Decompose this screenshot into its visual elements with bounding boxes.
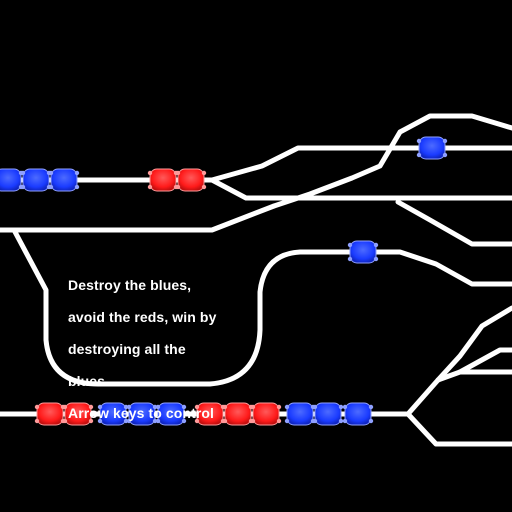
car-wheel bbox=[194, 404, 200, 410]
blue-car bbox=[347, 240, 379, 264]
car-wheel bbox=[284, 404, 290, 410]
blue-car bbox=[416, 136, 448, 160]
instructions-line-1: Destroy the blues, bbox=[68, 277, 192, 293]
car-wheel bbox=[276, 404, 282, 410]
car-wheel bbox=[342, 404, 348, 410]
car-wheel bbox=[222, 404, 228, 410]
car-wheel bbox=[194, 418, 200, 424]
track-upper-branch-up bbox=[209, 145, 512, 183]
blue-car bbox=[155, 402, 187, 426]
car-wheel bbox=[342, 418, 348, 424]
car-wheel bbox=[181, 418, 187, 424]
track-upper-branch-down bbox=[209, 177, 512, 201]
car-wheel bbox=[368, 418, 374, 424]
car-wheel bbox=[347, 242, 353, 248]
car-wheel bbox=[48, 170, 54, 176]
car-wheel bbox=[126, 418, 132, 424]
car-wheel bbox=[181, 404, 187, 410]
red-car bbox=[250, 402, 282, 426]
track-bottom-side-2 bbox=[457, 347, 512, 375]
track-instruction-loop bbox=[11, 227, 512, 387]
track-upper-right-loop bbox=[271, 113, 512, 209]
instructions-line-4: blues. bbox=[68, 373, 110, 389]
car-wheel bbox=[62, 404, 68, 410]
car-wheel bbox=[88, 404, 94, 410]
track-right-branch bbox=[395, 199, 512, 247]
instructions-line-3: destroying all the bbox=[68, 341, 186, 357]
car-wheel bbox=[312, 418, 318, 424]
car-wheel bbox=[416, 152, 422, 158]
instructions-text: Destroy the blues, avoid the reds, win b… bbox=[68, 261, 258, 437]
car-wheel bbox=[126, 404, 132, 410]
car-wheel bbox=[62, 418, 68, 424]
car-wheel bbox=[276, 418, 282, 424]
car-wheel bbox=[48, 184, 54, 190]
car-wheel bbox=[338, 404, 344, 410]
car-wheel bbox=[175, 170, 181, 176]
car-wheel bbox=[147, 170, 153, 176]
car-wheel bbox=[97, 404, 103, 410]
car-wheel bbox=[34, 418, 40, 424]
car-wheel bbox=[20, 170, 26, 176]
track-bottom-branch-up bbox=[405, 305, 512, 417]
blue-car bbox=[20, 168, 52, 192]
car-wheel bbox=[373, 242, 379, 248]
track-bottom-side bbox=[435, 369, 512, 383]
car-wheel bbox=[201, 170, 207, 176]
car-wheel bbox=[147, 184, 153, 190]
car-wheel bbox=[74, 170, 80, 176]
car-wheel bbox=[347, 256, 353, 262]
car-wheel bbox=[442, 152, 448, 158]
track-network bbox=[0, 113, 512, 447]
red-car bbox=[147, 168, 179, 192]
car-wheel bbox=[250, 404, 256, 410]
blue-car bbox=[48, 168, 80, 192]
car-wheel bbox=[155, 404, 161, 410]
blue-car bbox=[97, 402, 129, 426]
car-wheel bbox=[155, 418, 161, 424]
car-wheel bbox=[74, 184, 80, 190]
car-wheel bbox=[338, 418, 344, 424]
car-wheel bbox=[284, 418, 290, 424]
track-left-diagonal bbox=[0, 203, 277, 233]
red-car bbox=[175, 168, 207, 192]
car-wheel bbox=[368, 404, 374, 410]
car-wheel bbox=[201, 184, 207, 190]
red-car bbox=[62, 402, 94, 426]
instructions-line-5: Arrow keys to control bbox=[68, 405, 215, 421]
blue-car bbox=[342, 402, 374, 426]
car-wheel bbox=[175, 184, 181, 190]
blue-car bbox=[0, 168, 24, 192]
blue-car bbox=[284, 402, 316, 426]
red-car bbox=[34, 402, 66, 426]
car-wheel bbox=[97, 418, 103, 424]
track-bottom-branch-down bbox=[405, 411, 512, 447]
blue-car bbox=[312, 402, 344, 426]
car-wheel bbox=[20, 184, 26, 190]
car-wheel bbox=[416, 138, 422, 144]
car-wheel bbox=[222, 418, 228, 424]
instructions-line-2: avoid the reds, win by bbox=[68, 309, 217, 325]
car-wheel bbox=[373, 256, 379, 262]
car-wheel bbox=[312, 404, 318, 410]
train-cars bbox=[0, 136, 448, 426]
car-wheel bbox=[34, 404, 40, 410]
blue-car bbox=[126, 402, 158, 426]
car-wheel bbox=[250, 418, 256, 424]
car-wheel bbox=[88, 418, 94, 424]
car-wheel bbox=[442, 138, 448, 144]
